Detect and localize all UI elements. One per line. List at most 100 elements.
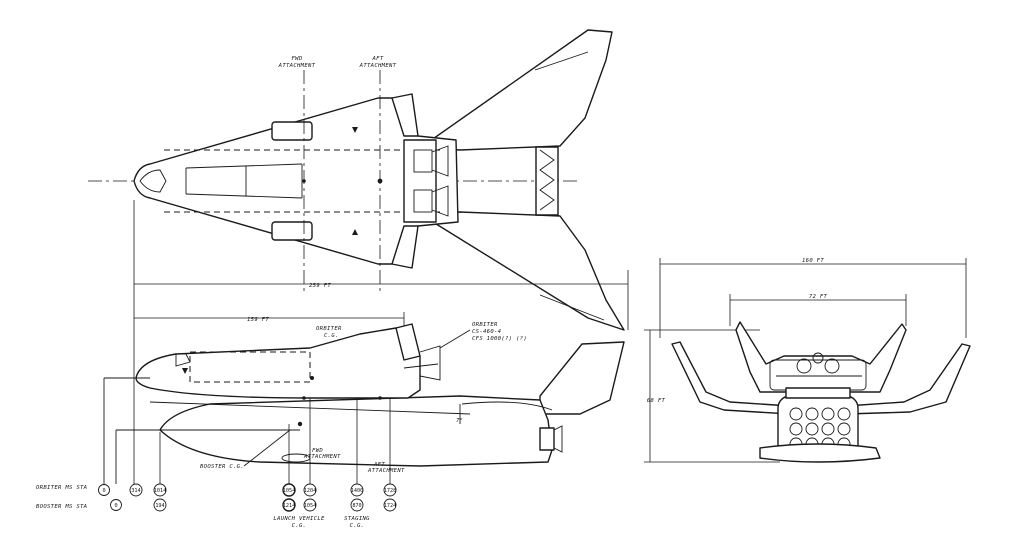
booster-wing-lower-edge: [539, 294, 605, 321]
front-booster-base: [759, 443, 881, 463]
station-circle-o1: [98, 484, 110, 496]
orbiter-thrust-line: [403, 363, 439, 369]
top-fin-upper: [391, 93, 419, 137]
fwd-attachment-top-l2: ATTACHMENT: [278, 63, 316, 69]
station-o1: 0: [102, 488, 105, 494]
station-o5: 1728: [384, 488, 397, 494]
station-pa2: 1214: [283, 503, 296, 509]
aft-attach-low-l1: AFT: [373, 462, 385, 468]
station-o3: 1014: [154, 488, 167, 494]
orbiter-engine-block: [403, 139, 437, 223]
orbiter-note-l3: CFS 1000(?) (?): [472, 336, 527, 342]
staging-cg-l1: STAGING: [344, 516, 370, 522]
overall-length-label: 259 FT: [309, 283, 331, 289]
span-body-label: 72 FT: [809, 294, 828, 300]
station-circle-b4: [383, 498, 397, 512]
booster-tail-fin: [539, 341, 625, 415]
top-pod-upper: [271, 121, 313, 141]
booster-cg-point: [297, 421, 303, 427]
booster-engine-side: [539, 427, 555, 451]
aft-attach-low-l2: ATTACHMENT: [367, 468, 405, 474]
marker-lower: [352, 229, 358, 235]
station-pa1: 1054: [283, 488, 296, 494]
station-circle-pb1: [303, 483, 317, 497]
staging-cg-l2: C.G.: [350, 523, 365, 529]
front-orbiter-body: [735, 321, 907, 393]
station-callouts: ORBITER MS STA BOOSTER MS STA 0 0 314 10…: [36, 483, 397, 529]
top-bay-top: [185, 163, 303, 169]
orbiter-note-l2: CS-460-4: [472, 329, 501, 335]
engine-bell-1: [431, 145, 449, 177]
fwd-attach-low-l1: FWD: [312, 448, 323, 454]
front-attach-pylon: [785, 387, 851, 399]
fwd-attachment-top-l1: FWD: [291, 56, 302, 62]
orbiter-cg-point: [310, 376, 314, 380]
orbiter-note-leader: [439, 329, 471, 349]
engine-bell-2: [431, 185, 449, 217]
station-b1: 0: [114, 503, 117, 509]
aft-attachment-top-l2: ATTACHMENT: [359, 63, 397, 69]
orbiter-note-l1: ORBITER: [472, 322, 498, 328]
orbiter-station-row-label: ORBITER MS STA: [36, 485, 87, 491]
booster-wing-upper: [419, 29, 613, 151]
booster-engine-cluster: [535, 146, 559, 216]
front-orbiter-engine-right: [824, 358, 840, 374]
front-orbiter-engine-left: [796, 358, 812, 374]
orbiter-payload-bay: [189, 351, 311, 383]
booster-upper-fairing: [461, 401, 553, 411]
station-b4: 1724: [384, 503, 397, 509]
booster-station-row-label: BOOSTER MS STA: [36, 504, 87, 510]
top-fin-lower: [391, 225, 419, 269]
marker-upper: [352, 127, 358, 133]
aft-attach-side: [378, 396, 382, 400]
fwd-attach-side: [302, 396, 306, 400]
top-view: [88, 29, 625, 331]
span-overall-label: 160 FT: [802, 258, 824, 264]
length-dimensions: 259 FT 159 FT ORBITER C.G. ORBITER CS-46…: [133, 200, 629, 484]
orbiter-fuselage-top: [133, 97, 459, 265]
front-view: 160 FT 72 FT 68 FT: [644, 258, 971, 463]
booster-engine-bells: [539, 149, 555, 211]
station-circle-b2: [153, 498, 167, 512]
booster-cg-label: BOOSTER C.G.: [200, 464, 244, 470]
orbiter-engine-side: [419, 345, 441, 381]
launch-vehicle-cg-l2: C.G.: [292, 523, 307, 529]
station-circle-b1: [110, 499, 122, 511]
height-label: 68 FT: [647, 398, 666, 404]
station-circle-pa1: [282, 483, 296, 497]
booster-nozzle-side: [553, 425, 563, 453]
orbiter-cg-l1: ORBITER: [316, 326, 342, 332]
station-circle-o3: [153, 483, 167, 497]
front-orbiter-engine-top: [812, 352, 824, 364]
aft-attachment-top-l1: AFT: [371, 56, 383, 62]
station-b2: 194: [155, 503, 164, 509]
station-circle-o2: [129, 483, 143, 497]
angle-label: 7°: [456, 418, 463, 424]
side-view: 7° BOOSTER C.G. FWD ATTACHMENT AFT ATTAC…: [103, 323, 625, 484]
station-o2: 314: [131, 488, 140, 494]
orbiter-tail-side: [395, 323, 421, 361]
top-labels: FWD ATTACHMENT AFT ATTACHMENT: [278, 56, 397, 69]
booster-wing-lower: [419, 211, 625, 331]
station-o4: 1400: [351, 488, 364, 494]
orbiter-length-label: 159 FT: [247, 317, 269, 323]
booster-cg-leader: [243, 429, 291, 467]
orbiter-body-side: [135, 327, 421, 399]
station-b3: 870: [352, 503, 361, 509]
side-marker: [182, 368, 188, 374]
station-circle-pb2: [303, 498, 317, 512]
booster-wing-upper-edge: [534, 51, 589, 71]
booster-body-side: [159, 395, 553, 467]
station-circle-o5: [383, 483, 397, 497]
engine-2: [413, 189, 433, 213]
station-circle-pa2: [282, 498, 296, 512]
station-circle-o4: [350, 483, 364, 497]
top-bay-bottom: [185, 193, 303, 199]
station-pb1: 1204: [304, 488, 317, 494]
station-circle-b3: [350, 498, 364, 512]
orbiter-nose-cap: [139, 169, 167, 193]
engine-1: [413, 149, 433, 173]
fwd-attach-low-l2: ATTACHMENT: [303, 454, 341, 460]
